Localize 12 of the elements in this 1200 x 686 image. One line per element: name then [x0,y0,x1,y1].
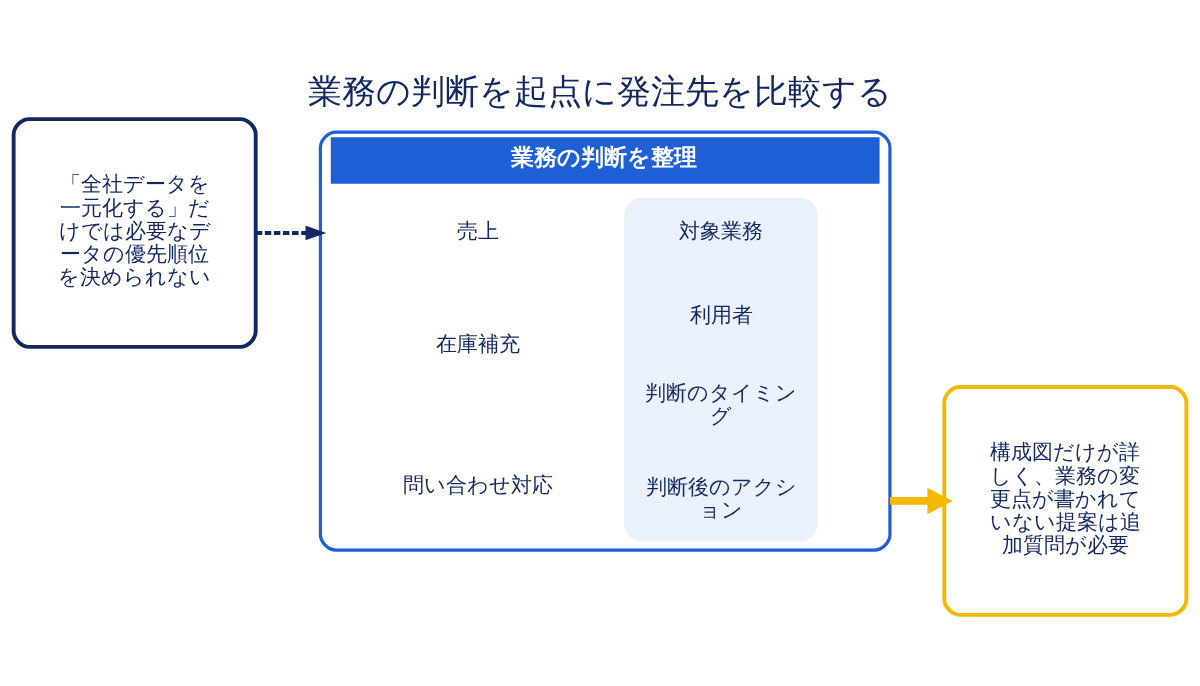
node-text: 利用者 [689,303,753,328]
node-text: 在庫補充 [435,331,520,356]
node-box: 構成図だけが詳しく、業務の変更点が書かれていない提案は追加質問が必要 [942,385,1189,617]
arrow [889,487,953,515]
node-box: 「全社データを一元化する」だけでは必要なデータの優先順位を決められない [11,117,258,349]
arrow [256,225,327,241]
node-text: 問い合わせ対応 [402,472,553,497]
node-text: 判断後のアクション [645,475,797,523]
node-text: 売上 [456,218,499,243]
node-text: 対象業務 [679,218,764,243]
node-text: 判断のタイミング [645,380,798,428]
diagram-title: 業務の判断を起点に発注先を比較する [308,72,892,112]
